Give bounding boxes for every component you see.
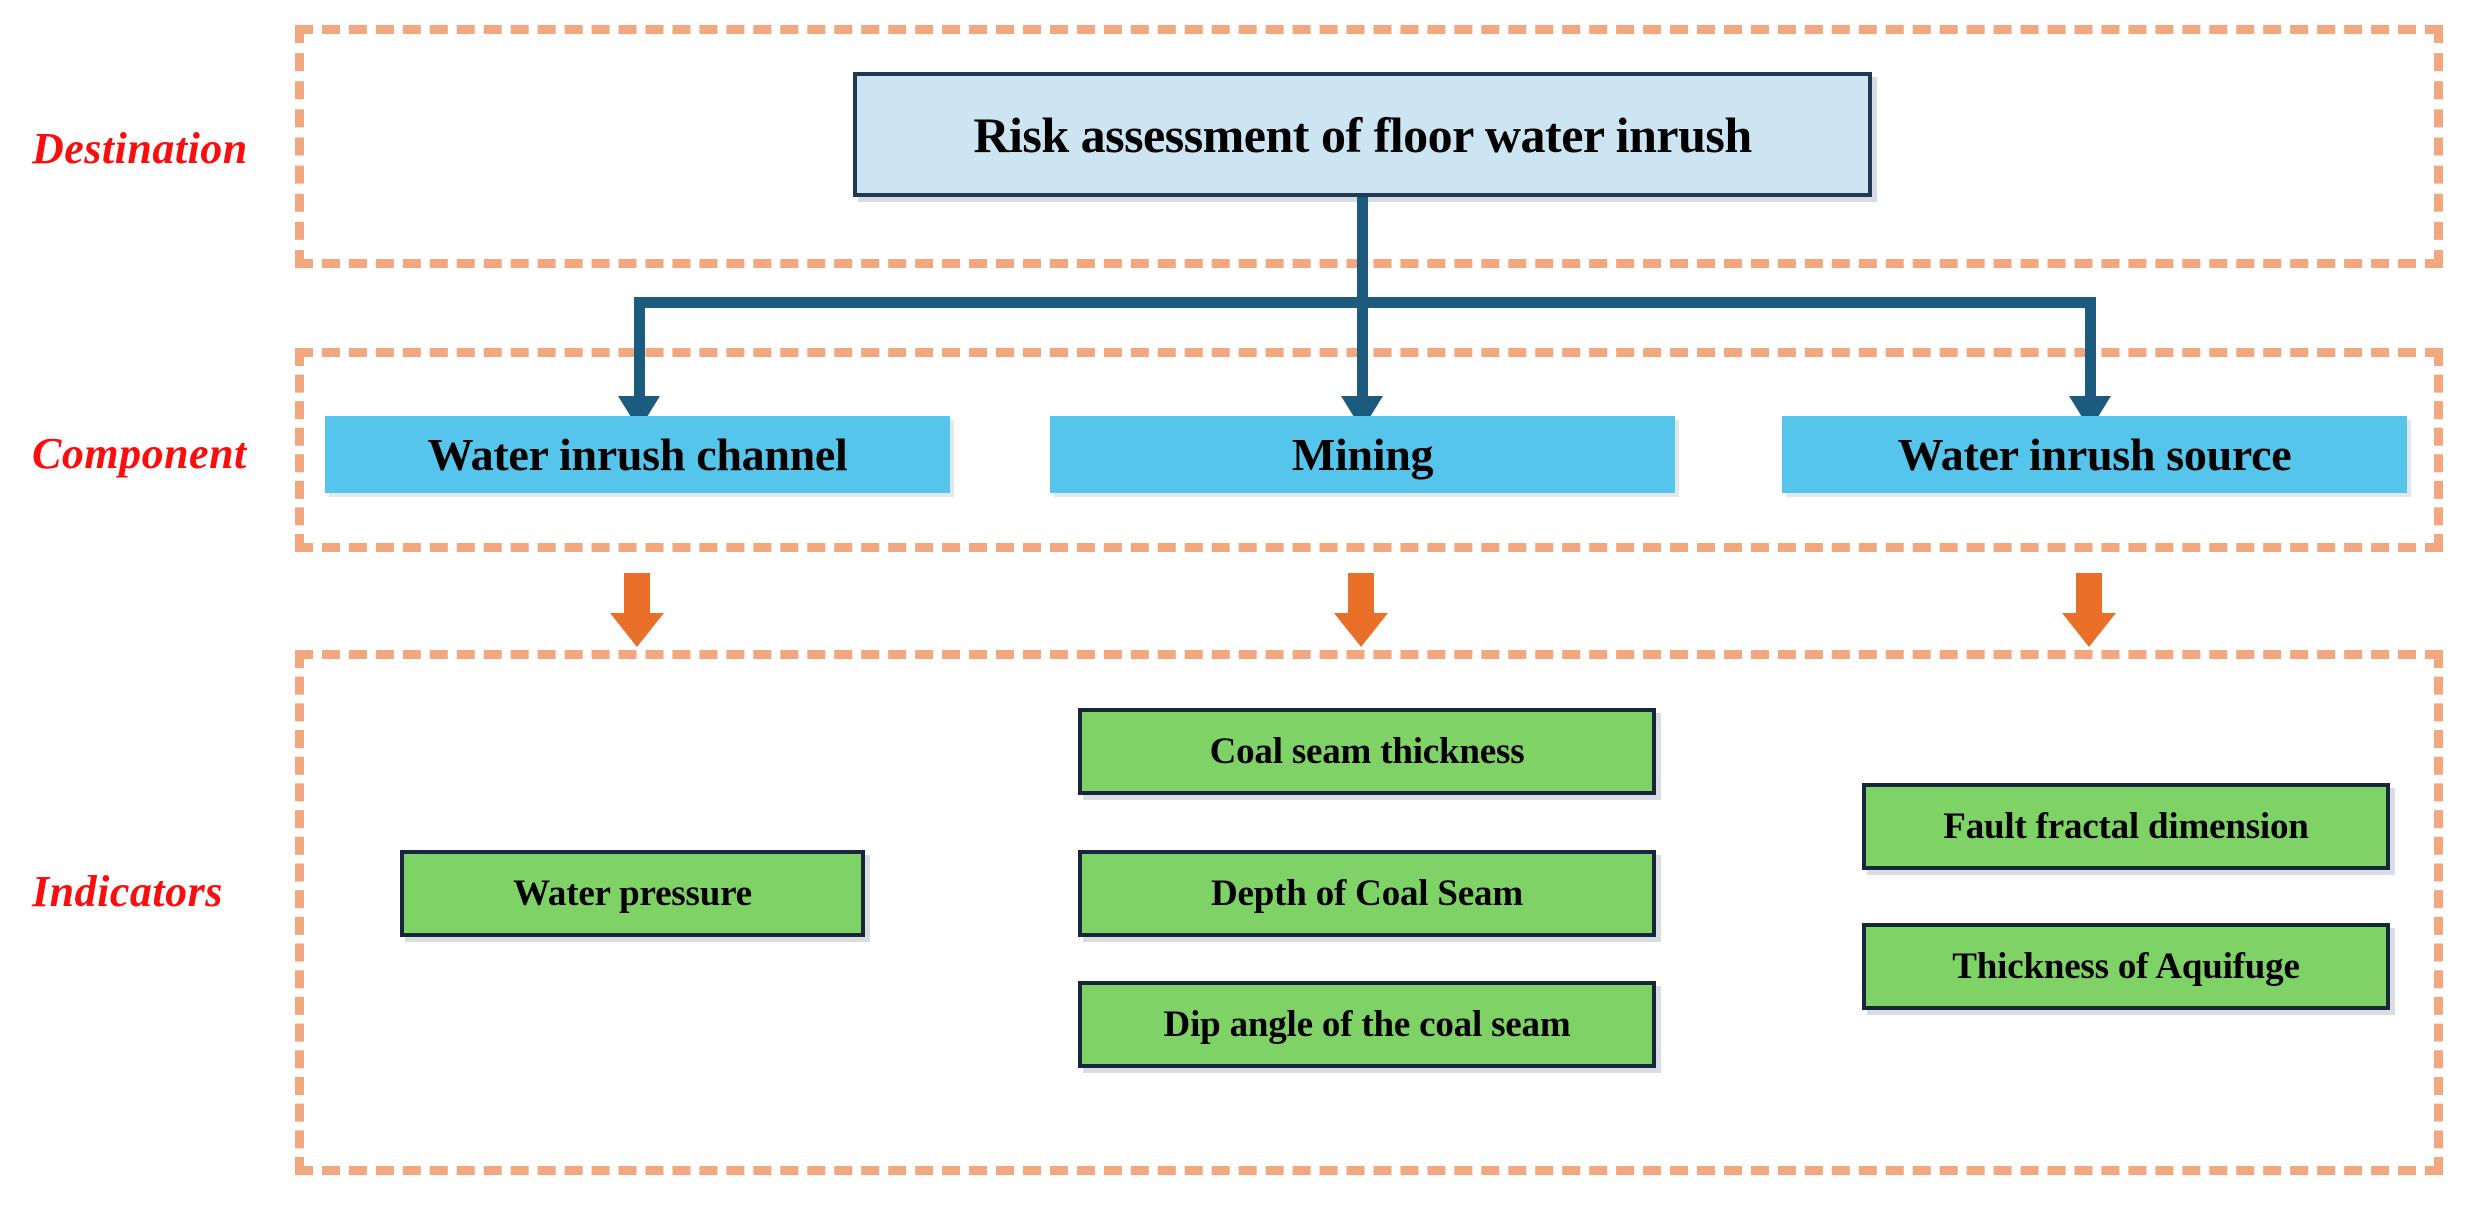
indicator-box-water-pressure[interactable]: Water pressure [400, 850, 865, 937]
block-arrow-shaft [2076, 573, 2102, 615]
connector-trunk-vertical [1357, 197, 1368, 298]
component-box-mining[interactable]: Mining [1050, 416, 1675, 493]
indicator-box-coal-seam-thickness[interactable]: Coal seam thickness [1078, 708, 1656, 795]
block-arrow-head [1334, 613, 1388, 647]
row-label-indicators: Indicators [32, 867, 223, 916]
connector-drop-left [634, 297, 645, 400]
block-arrow-head [610, 613, 664, 647]
block-arrow-down-middle [1334, 573, 1388, 647]
tier-container-destination [295, 25, 2443, 268]
block-arrow-shaft [1348, 573, 1374, 615]
row-label-destination: Destination [32, 124, 248, 173]
row-label-component: Component [32, 429, 247, 478]
indicator-box-dip-angle-of-the-coal-seam[interactable]: Dip angle of the coal seam [1078, 981, 1656, 1068]
component-box-water-inrush-channel[interactable]: Water inrush channel [325, 416, 950, 493]
block-arrow-down-left [610, 573, 664, 647]
connector-drop-middle [1357, 297, 1368, 400]
tier-container-component [295, 348, 2443, 552]
block-arrow-shaft [624, 573, 650, 615]
block-arrow-head [2062, 613, 2116, 647]
indicator-box-thickness-of-aquifuge[interactable]: Thickness of Aquifuge [1862, 923, 2390, 1010]
connector-drop-right [2085, 297, 2096, 400]
destination-box-risk-assessment[interactable]: Risk assessment of floor water inrush [853, 72, 1872, 197]
indicator-box-fault-fractal-dimension[interactable]: Fault fractal dimension [1862, 783, 2390, 870]
component-box-water-inrush-source[interactable]: Water inrush source [1782, 416, 2407, 493]
block-arrow-down-right [2062, 573, 2116, 647]
indicator-box-depth-of-coal-seam[interactable]: Depth of Coal Seam [1078, 850, 1656, 937]
tier-container-indicators [295, 650, 2443, 1175]
